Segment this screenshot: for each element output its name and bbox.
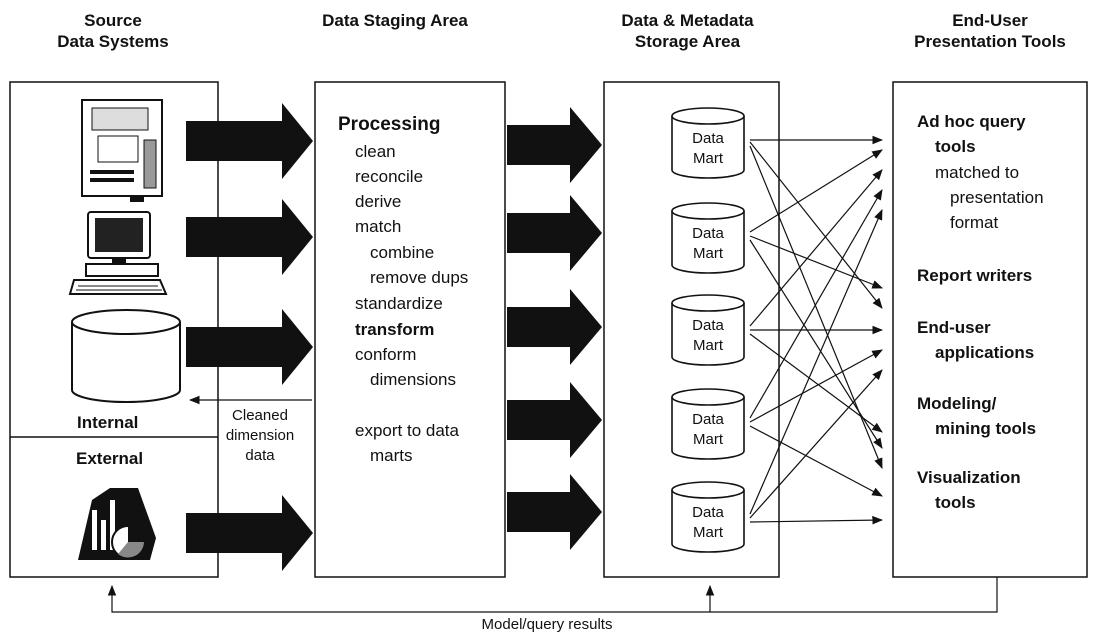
source-to-staging-arrows: [186, 103, 313, 571]
header-staging-line1: Data Staging Area: [322, 11, 468, 30]
block-arrow: [186, 103, 313, 179]
external-label: External: [76, 449, 144, 468]
data-mart-line2: Mart: [693, 337, 723, 354]
data-mart-line2: Mart: [693, 524, 723, 541]
data-mart-line1: Data: [692, 130, 724, 147]
header-storage-line1: Data & Metadata: [621, 11, 754, 30]
tool-report-writers: Report writers: [917, 266, 1033, 285]
step-conform: conform: [355, 345, 417, 364]
header-presentation-line2: Presentation Tools: [914, 32, 1066, 51]
step-clean: clean: [355, 142, 396, 161]
desktop-computer-icon: [68, 211, 168, 295]
header-source: Source Data Systems: [28, 10, 198, 52]
chart-graphic-icon: [78, 488, 156, 560]
step-marts: marts: [370, 446, 413, 465]
tool-adhoc-sub3: format: [950, 213, 999, 232]
data-mart-line2: Mart: [693, 245, 723, 262]
data-mart-label: Data Mart: [678, 410, 738, 450]
block-arrow: [507, 195, 602, 271]
data-mart-label: Data Mart: [678, 316, 738, 356]
header-source-line1: Source: [84, 11, 142, 30]
tool-modeling-line2: mining tools: [935, 419, 1037, 438]
tool-adhoc-sub1: matched to: [935, 163, 1020, 182]
presentation-tools-box: [892, 81, 1088, 578]
data-mart-line1: Data: [692, 411, 724, 428]
data-mart-line2: Mart: [693, 150, 723, 167]
block-arrow: [186, 495, 313, 571]
data-mart-cylinders: [671, 107, 745, 553]
data-mart-line1: Data: [692, 225, 724, 242]
staging-to-storage-arrows: [507, 107, 602, 550]
tool-adhoc-sub2: presentation: [950, 188, 1044, 207]
step-combine: combine: [370, 243, 435, 262]
cleaned-line2: dimension: [225, 427, 295, 444]
cleaned-dimension-label: Cleaned dimension data: [224, 406, 296, 466]
data-mart-line1: Data: [692, 504, 724, 521]
database-cylinder-icon: [71, 309, 181, 403]
data-mart-line2: Mart: [693, 431, 723, 448]
server-cabinet-icon: [81, 99, 163, 202]
step-match: match: [355, 217, 402, 236]
data-mart-line1: Data: [692, 317, 724, 334]
step-remove-dups: remove dups: [370, 268, 469, 287]
data-mart-label: Data Mart: [678, 503, 738, 543]
step-reconcile: reconcile: [355, 167, 424, 186]
model-query-results-label: Model/query results: [481, 616, 613, 633]
model-query-feedback-path: [107, 577, 998, 613]
block-arrow: [507, 474, 602, 550]
tool-adhoc-line2: tools: [935, 137, 976, 156]
tool-enduser-line1: End-user: [917, 318, 991, 337]
step-derive: derive: [355, 192, 402, 211]
header-storage: Data & Metadata Storage Area: [595, 10, 780, 52]
tool-visualization-line2: tools: [935, 493, 976, 512]
internal-label: Internal: [77, 413, 139, 432]
tool-enduser-line2: applications: [935, 343, 1035, 362]
cleaned-line3: data: [245, 447, 275, 464]
block-arrow: [507, 382, 602, 458]
step-export: export to data: [355, 421, 459, 440]
data-mart-label: Data Mart: [678, 129, 738, 169]
data-mart-label: Data Mart: [678, 224, 738, 264]
block-arrow: [507, 107, 602, 183]
mart-to-tool-arrows: [749, 135, 884, 525]
block-arrow: [186, 309, 313, 385]
header-source-line2: Data Systems: [57, 32, 169, 51]
tool-modeling-line1: Modeling/: [917, 394, 997, 413]
staging-area-box: [314, 81, 506, 578]
header-presentation-line1: End-User: [952, 11, 1028, 30]
step-transform: transform: [355, 320, 435, 339]
header-staging: Data Staging Area: [300, 10, 490, 31]
header-storage-line2: Storage Area: [634, 32, 741, 51]
tool-adhoc-line1: Ad hoc query: [917, 112, 1026, 131]
header-presentation: End-User Presentation Tools: [890, 10, 1090, 52]
cleaned-line1: Cleaned: [232, 407, 288, 424]
step-standardize: standardize: [355, 294, 443, 313]
tool-visualization-line1: Visualization: [917, 468, 1021, 487]
block-arrow: [507, 289, 602, 365]
step-dimensions: dimensions: [370, 370, 456, 389]
block-arrow: [186, 199, 313, 275]
processing-title: Processing: [338, 114, 441, 135]
